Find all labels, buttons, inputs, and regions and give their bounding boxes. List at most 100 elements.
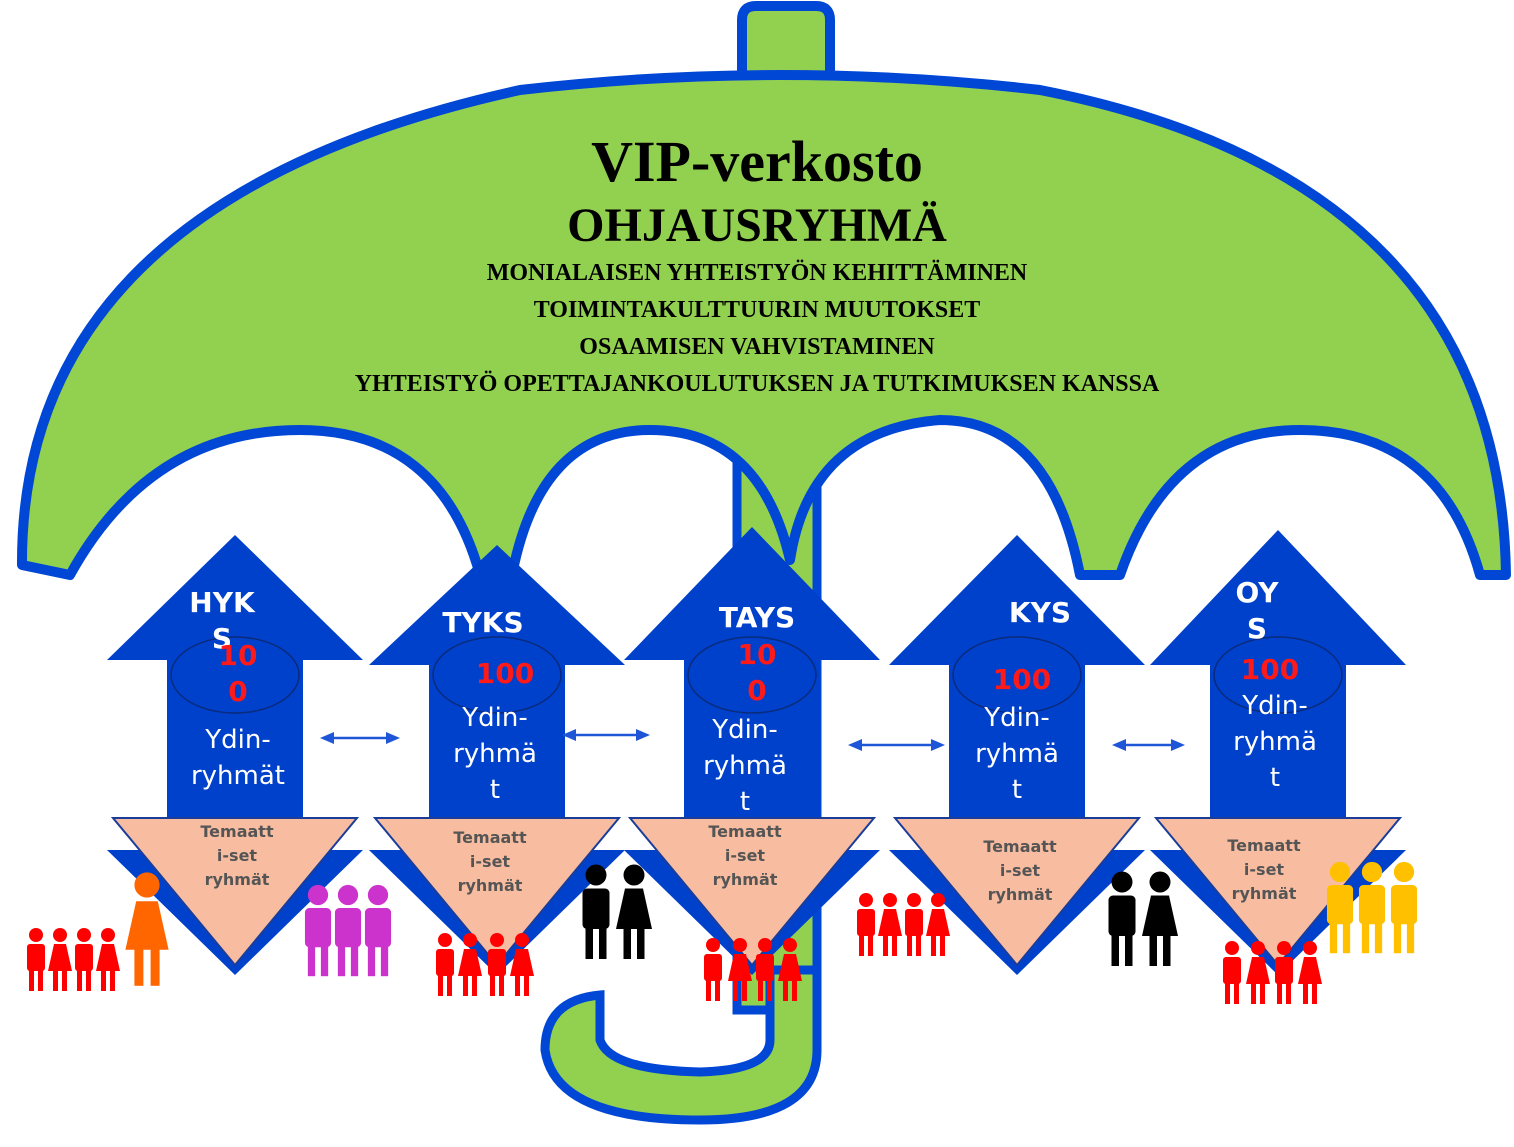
up-arrow-head [1150, 530, 1406, 665]
umbrella-top-tip [737, 1, 835, 85]
person-leg [134, 946, 144, 986]
person-body [1142, 895, 1178, 936]
person-head [29, 928, 43, 942]
connector-head-left [320, 732, 334, 744]
person-head [883, 893, 897, 907]
count-ellipse [170, 636, 300, 714]
child-figure [27, 928, 45, 991]
site-name: TYKS [383, 605, 583, 641]
person-head [931, 893, 945, 907]
child-figure [96, 928, 120, 991]
connector-head-left [562, 729, 576, 741]
adult-figure [1390, 861, 1418, 954]
person-leg [1406, 921, 1415, 954]
person-head [367, 884, 389, 906]
umbrella-handle [540, 965, 822, 1125]
person-leg [1234, 982, 1239, 1004]
person-leg [1251, 982, 1256, 1004]
person-leg [742, 979, 747, 1001]
person-leg [463, 974, 468, 996]
site-name: KYS [940, 595, 1140, 631]
person-body [756, 954, 774, 981]
adult-figure [616, 864, 652, 959]
person-body [1246, 957, 1270, 984]
thematic-group-label-line: i-set [1243, 860, 1285, 879]
person-head [585, 864, 607, 886]
person-leg [715, 979, 720, 1001]
double-arrow-icon [1112, 739, 1185, 751]
person-body [1390, 885, 1418, 925]
connector-head-right [1171, 739, 1185, 751]
person-leg [1303, 982, 1308, 1004]
theme-triangle [892, 817, 1142, 967]
connector-head-left [1112, 739, 1126, 751]
person-body [857, 909, 875, 936]
adult-figure [1142, 871, 1178, 966]
person-head [1277, 941, 1291, 955]
participant-count: 100 [922, 662, 1122, 698]
participant-count-line: 100 [1240, 653, 1300, 686]
theme-triangle [627, 817, 877, 967]
adult-figure [1108, 871, 1136, 966]
adult-figure [304, 884, 332, 977]
person-body [926, 909, 950, 936]
person-head [53, 928, 67, 942]
person-head [307, 884, 329, 906]
person-leg [77, 969, 82, 991]
participant-count-line: 10 [737, 638, 777, 671]
core-group-label-line: ryhmä [453, 739, 537, 769]
up-arrow-head [107, 535, 363, 660]
person-leg [307, 944, 316, 977]
person-leg [337, 944, 346, 977]
child-figure [878, 893, 902, 956]
core-group-label-line: t [489, 775, 501, 805]
person-leg [1149, 933, 1157, 966]
person-body [436, 949, 454, 976]
person-head [438, 933, 452, 947]
thematic-group-label-line: Temaatt [708, 822, 782, 841]
double-arrow-icon [562, 729, 650, 741]
thematic-group-label-line: ryhmät [204, 870, 270, 889]
person-leg [53, 969, 58, 991]
core-group-label-line: Ydin- [205, 725, 271, 755]
core-group-label-line: t [1011, 775, 1023, 805]
thematic-group-label-line: Temaatt [1227, 836, 1301, 855]
count-ellipse [432, 636, 562, 714]
person-body [125, 901, 169, 950]
person-leg [733, 979, 738, 1001]
participant-count-line: 0 [228, 675, 248, 708]
adult-figure [582, 864, 610, 959]
up-arrow-head [369, 545, 625, 665]
person-head [1111, 871, 1133, 893]
core-group-label-line: ryhmä [975, 739, 1059, 769]
site-name-line: KYS [1008, 596, 1072, 629]
person-leg [1361, 921, 1370, 954]
person-leg [637, 926, 645, 959]
person-leg [940, 934, 945, 956]
person-head [1361, 861, 1383, 883]
person-leg [1111, 933, 1119, 966]
person-head [783, 938, 797, 952]
core-group-label-line: t [1269, 763, 1281, 793]
person-body [704, 954, 722, 981]
person-body [582, 888, 610, 929]
site-name: TAYS [657, 600, 857, 636]
person-leg [1225, 982, 1230, 1004]
person-leg [101, 969, 106, 991]
arrows-layer [107, 527, 1406, 975]
thematic-group-label-line: ryhmät [457, 876, 523, 895]
adult-figure [1326, 861, 1354, 954]
person-head [1329, 861, 1351, 883]
person-leg [62, 969, 67, 991]
person-body [905, 909, 923, 936]
person-head [907, 893, 921, 907]
double-arrow-icon [848, 739, 945, 751]
person-head [1303, 941, 1317, 955]
thematic-group-label-line: i-set [216, 846, 258, 865]
person-leg [892, 934, 897, 956]
